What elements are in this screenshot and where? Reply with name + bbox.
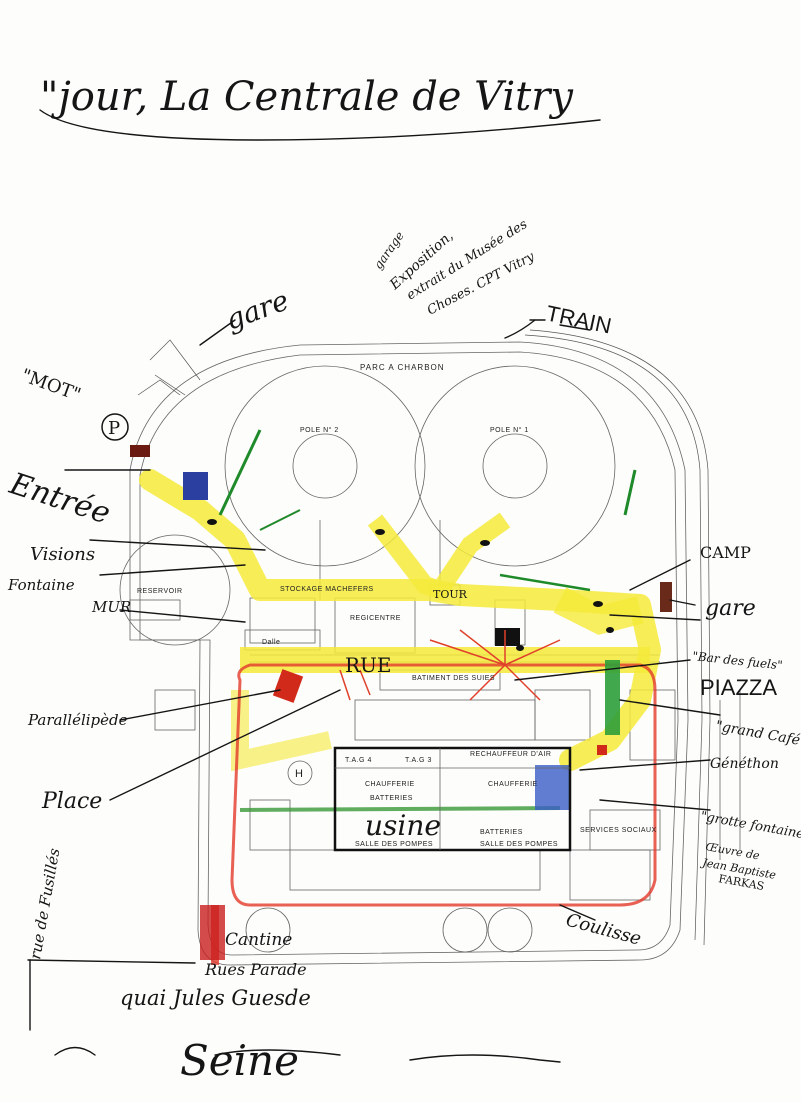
note-quai-jules-guesde: quai Jules Guesde bbox=[120, 986, 311, 1010]
label-batteries-2: BATTERIES bbox=[480, 829, 523, 836]
label-tag3: T.A.G 3 bbox=[405, 757, 432, 764]
label-reservoir: RESERVOIR bbox=[137, 588, 183, 595]
note-train: TRAIN bbox=[544, 300, 614, 338]
label-tag4: T.A.G 4 bbox=[345, 757, 372, 764]
label-batteries-1: BATTERIES bbox=[370, 795, 413, 802]
yellow-route bbox=[139, 469, 661, 772]
label-chaufferie-2: CHAUFFERIE bbox=[488, 781, 538, 788]
note-grand-cafe: "grand Café" bbox=[714, 718, 801, 750]
note-gare-right: gare bbox=[705, 596, 756, 621]
note-rues-parade: Rues Parade bbox=[204, 960, 307, 979]
note-entree: Entrée bbox=[5, 466, 115, 531]
note-genethon: Généthon bbox=[710, 756, 779, 772]
blue-buildings bbox=[183, 472, 570, 810]
note-fontaine: Fontaine bbox=[7, 576, 75, 594]
label-dalle: Dalle bbox=[262, 639, 280, 646]
red-rays bbox=[339, 629, 561, 701]
note-bar-des-fuels: "Bar des fuels" bbox=[692, 649, 784, 672]
note-usine: usine bbox=[365, 809, 441, 842]
label-parc: PARC A CHARBON bbox=[360, 363, 445, 372]
label-batiment: BATIMENT DES SUIES bbox=[412, 675, 495, 682]
note-piazza: PIAZZA bbox=[700, 675, 777, 700]
label-pole2: POLE N° 2 bbox=[300, 426, 339, 434]
label-regicentre: REGICENTRE bbox=[350, 615, 401, 622]
label-rechauffeur: RECHAUFFEUR D'AIR bbox=[470, 751, 551, 758]
note-parking-p: P bbox=[108, 418, 120, 439]
note-place: Place bbox=[41, 789, 102, 814]
note-tour: TOUR bbox=[433, 588, 468, 601]
label-salle-1: SALLE DES POMPES bbox=[355, 841, 433, 848]
note-mur: MUR bbox=[91, 598, 131, 616]
eye-markers bbox=[207, 519, 614, 651]
note-garage: garage bbox=[371, 229, 407, 272]
note-gare-top: gare bbox=[221, 283, 293, 336]
annotation-lines bbox=[27, 109, 721, 1063]
usine-building-outline bbox=[333, 746, 572, 852]
green-strokes bbox=[218, 429, 637, 812]
note-mot: "MOT" bbox=[18, 365, 83, 406]
note-coulisse: Coulisse bbox=[564, 910, 644, 950]
site-plan-base bbox=[119, 329, 741, 966]
note-cantine: Cantine bbox=[225, 930, 292, 950]
label-chaufferie-1: CHAUFFERIE bbox=[365, 781, 415, 788]
note-visions: Visions bbox=[30, 544, 95, 565]
label-salle-2: SALLE DES POMPES bbox=[480, 841, 558, 848]
title-jour-centrale-vitry: "jour, La Centrale de Vitry bbox=[40, 74, 574, 120]
note-parallelepipede: Parallélipède bbox=[27, 711, 128, 729]
label-stockage: STOCKAGE MACHEFERS bbox=[280, 586, 374, 593]
plan-labels: PARC A CHARBON POLE N° 2 POLE N° 1 STOCK… bbox=[137, 363, 657, 848]
label-services: SERVICES SOCIAUX bbox=[580, 827, 657, 834]
parking-circle bbox=[101, 413, 129, 441]
note-rue-fusilles: rue de Fusillés bbox=[26, 847, 63, 961]
note-grotte-fontaine: "grotte fontaine" bbox=[699, 809, 801, 843]
note-camp: CAMP bbox=[700, 543, 751, 562]
red-markers bbox=[130, 445, 672, 960]
label-pole1: POLE N° 1 bbox=[490, 426, 529, 434]
note-seine: Seine bbox=[180, 1036, 299, 1085]
note-rue: RUE bbox=[345, 653, 392, 677]
label-heliport: H bbox=[295, 768, 304, 780]
